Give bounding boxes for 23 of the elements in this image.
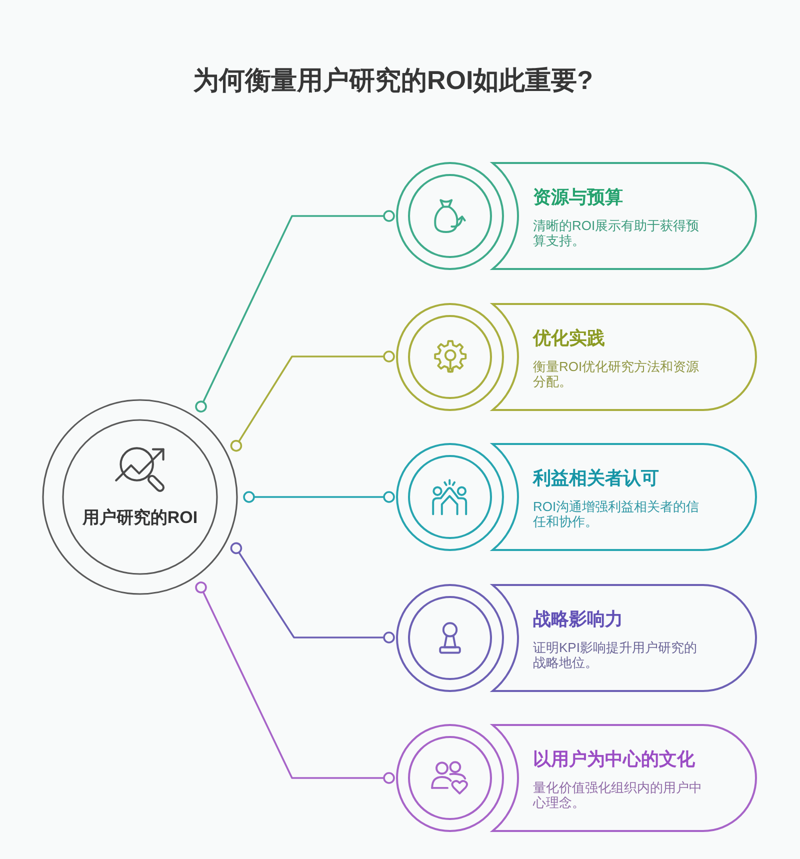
card-text: 证明KPI影响提升用户研究的战略地位。 bbox=[533, 640, 698, 670]
connector bbox=[195, 210, 395, 412]
card-heading: 优化实践 bbox=[533, 326, 605, 348]
connector bbox=[230, 350, 395, 452]
hub-circle bbox=[42, 399, 238, 595]
pill-card bbox=[396, 302, 757, 410]
card-text: 清晰的ROI展示有助于获得预算支持。 bbox=[533, 218, 700, 248]
pill-card bbox=[396, 724, 757, 832]
card-text: 衡量ROI优化研究方法和资源分配。 bbox=[533, 358, 700, 388]
card-text: ROI沟通增强利益相关者的信任和协作。 bbox=[533, 499, 700, 529]
card-text: 量化价值强化组织内的用户中心理念。 bbox=[533, 780, 703, 810]
title: 为何衡量用户研究的ROI如此重要? bbox=[192, 64, 594, 96]
pill-card bbox=[396, 584, 757, 692]
card-heading: 以用户为中心的文化 bbox=[533, 748, 695, 770]
card-heading: 战略影响力 bbox=[533, 608, 623, 630]
pill-card bbox=[396, 162, 757, 270]
pill-card bbox=[396, 443, 757, 551]
card-heading: 利益相关者认可 bbox=[533, 467, 659, 489]
connector bbox=[243, 491, 395, 503]
connector bbox=[230, 542, 395, 644]
hub-label: 用户研究的ROI bbox=[82, 507, 198, 529]
connector bbox=[195, 582, 395, 784]
card-heading: 资源与预算 bbox=[533, 186, 623, 208]
